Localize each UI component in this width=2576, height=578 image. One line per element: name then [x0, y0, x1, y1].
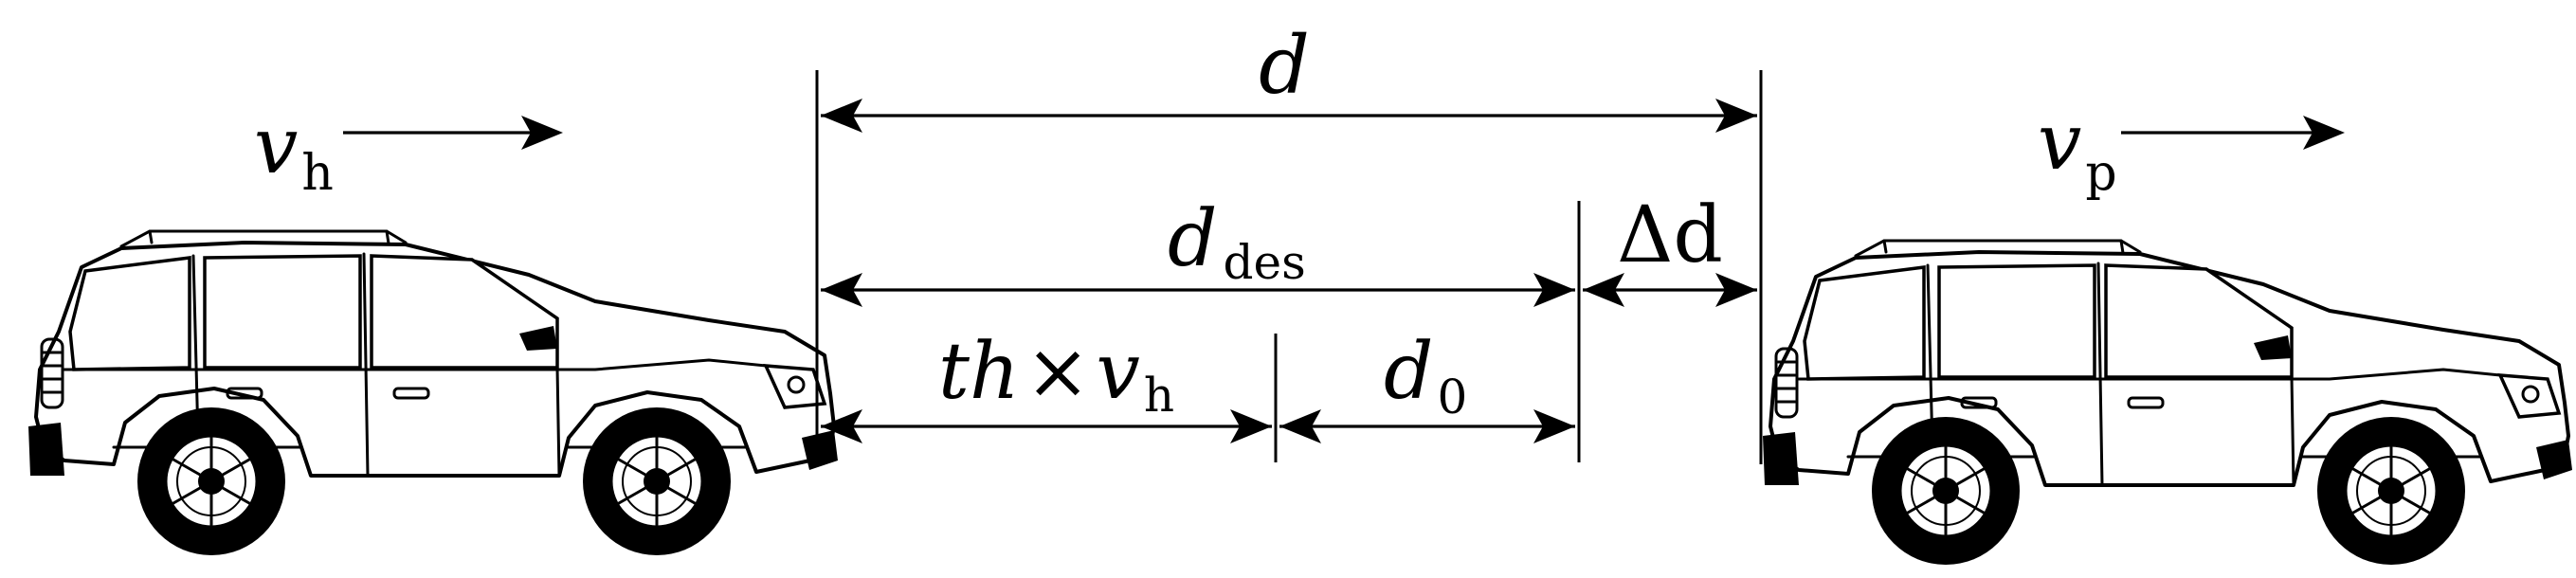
headway-distance-label: th×vh	[938, 327, 1174, 423]
headway-distance-dimension	[821, 409, 1272, 443]
distance-error-dimension	[1583, 273, 1757, 307]
standstill-distance-dimension	[1279, 409, 1575, 443]
standstill-distance-label: d0	[1384, 327, 1467, 424]
total-distance-dimension	[821, 99, 1757, 133]
desired-distance-dimension	[821, 273, 1575, 307]
host-speed-arrow-icon	[343, 116, 563, 150]
preceding-speed-label: vp	[2038, 98, 2117, 202]
preceding-vehicle-icon	[1761, 239, 2574, 567]
host-speed-label: vh	[254, 101, 334, 202]
distance-error-label: Δd	[1617, 190, 1723, 280]
preceding-speed-arrow-icon	[2121, 116, 2345, 150]
total-distance-label: d	[1259, 19, 1310, 112]
host-vehicle-icon	[27, 229, 840, 557]
